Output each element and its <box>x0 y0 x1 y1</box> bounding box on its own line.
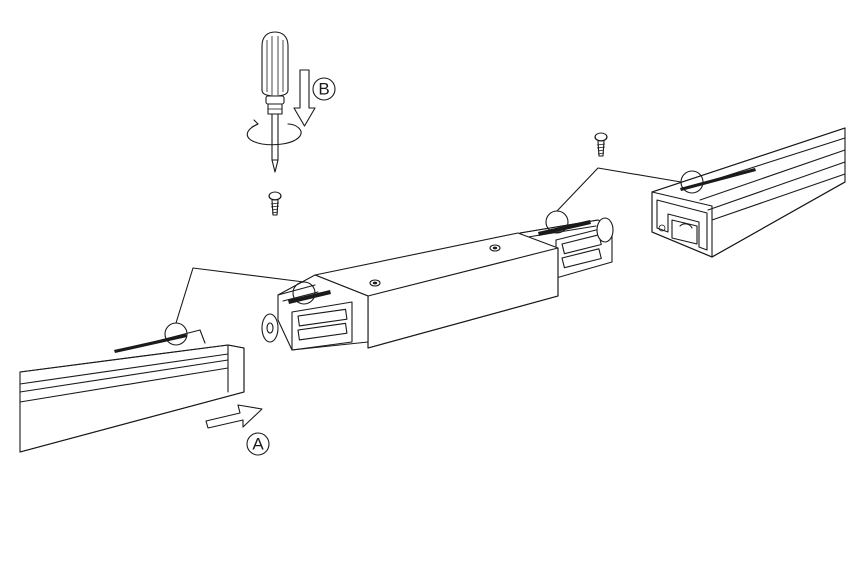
right-rail-profile-end <box>656 199 708 251</box>
left-track-rail <box>19 329 245 453</box>
straight-connector <box>261 217 614 351</box>
step-label-a: A <box>246 432 270 456</box>
push-arrow-a <box>205 404 263 429</box>
push-arrow-b <box>293 69 316 127</box>
left-detail-callout <box>164 267 316 346</box>
right-rail-conductor-strip <box>680 168 756 191</box>
screw-icon <box>268 191 282 216</box>
left-rail-conductor-strip <box>114 334 187 353</box>
screw-icon <box>594 132 608 157</box>
step-label-b: B <box>312 77 336 101</box>
right-detail-callout <box>545 167 704 234</box>
right-track-rail <box>651 127 846 258</box>
label-b-text: B <box>318 80 329 99</box>
screwdriver-icon <box>246 31 302 173</box>
label-a-text: A <box>252 435 264 454</box>
